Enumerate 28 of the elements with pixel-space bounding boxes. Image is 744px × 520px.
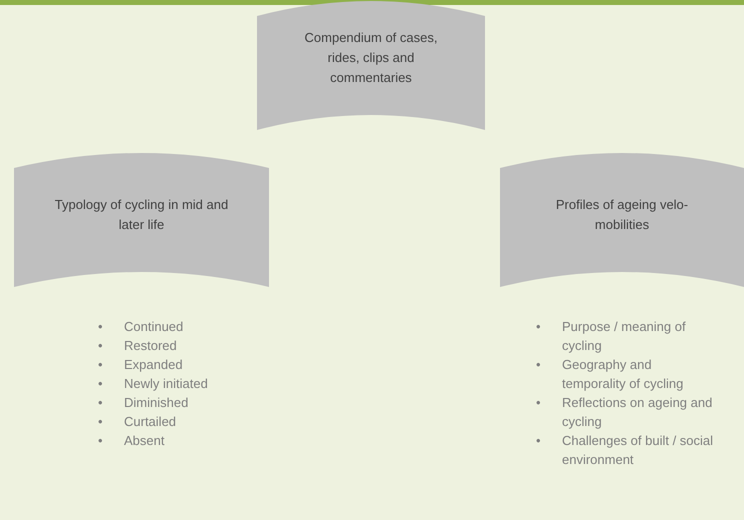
list-item: Diminished [124, 394, 190, 412]
list-item: Expanded [124, 356, 184, 374]
list-item: Curtailed [124, 413, 178, 431]
wave-banner [257, 0, 485, 130]
wave-banner [14, 152, 269, 287]
banner-text: Profiles of ageing velo-mobilities [554, 196, 690, 234]
list-item: Newly initiated [124, 375, 209, 393]
list-item: Continued [124, 318, 184, 336]
bullet-marker: • [536, 394, 542, 412]
bullet-marker: • [98, 394, 104, 412]
list-item: Restored [124, 337, 178, 355]
bullet-marker: • [98, 375, 104, 393]
banner-text: Compendium of cases, rides, clips and commentaries [304, 29, 438, 87]
bullet-marker: • [98, 413, 104, 431]
bullet-marker: • [536, 318, 542, 336]
banner-text: Typology of cycling in mid and later life [54, 196, 230, 234]
list-item: Challenges of built / social environment [562, 432, 714, 469]
list-item: Geography and temporality of cycling [562, 356, 684, 393]
bullet-marker: • [98, 432, 104, 450]
bullet-marker: • [536, 356, 542, 374]
list-item: Reflections on ageing and cycling [562, 394, 714, 431]
bullet-marker: • [98, 356, 104, 374]
bullet-marker: • [536, 432, 542, 450]
list-item: Absent [124, 432, 166, 450]
wave-banner [500, 152, 744, 287]
bullet-marker: • [98, 318, 104, 336]
bullet-marker: • [98, 337, 104, 355]
list-item: Purpose / meaning of cycling [562, 318, 687, 355]
